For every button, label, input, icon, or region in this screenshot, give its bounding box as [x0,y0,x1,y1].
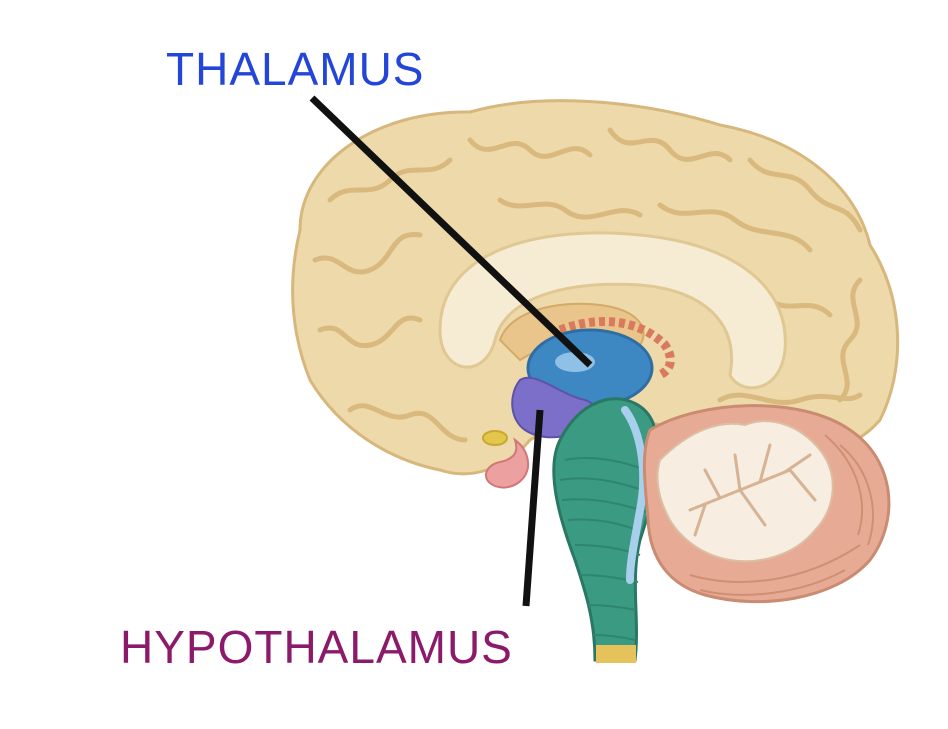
cerebellum-folia [689,434,874,596]
thalamus-leader-line [309,95,593,368]
spinal-cord-base [596,645,636,663]
optic-chiasm [482,430,508,446]
hypothalamus-leader-line [522,409,544,607]
corpus-callosum [438,231,787,390]
thalamus-label: THALAMUS [166,43,425,95]
pineal-arc [558,317,675,380]
arbor-vitae [656,420,834,563]
pituitary-gland [485,437,530,489]
hypothalamus-label: HYPOTHALAMUS [120,621,513,673]
arbor-vitae-branches [688,443,817,537]
aqueduct [621,406,648,584]
